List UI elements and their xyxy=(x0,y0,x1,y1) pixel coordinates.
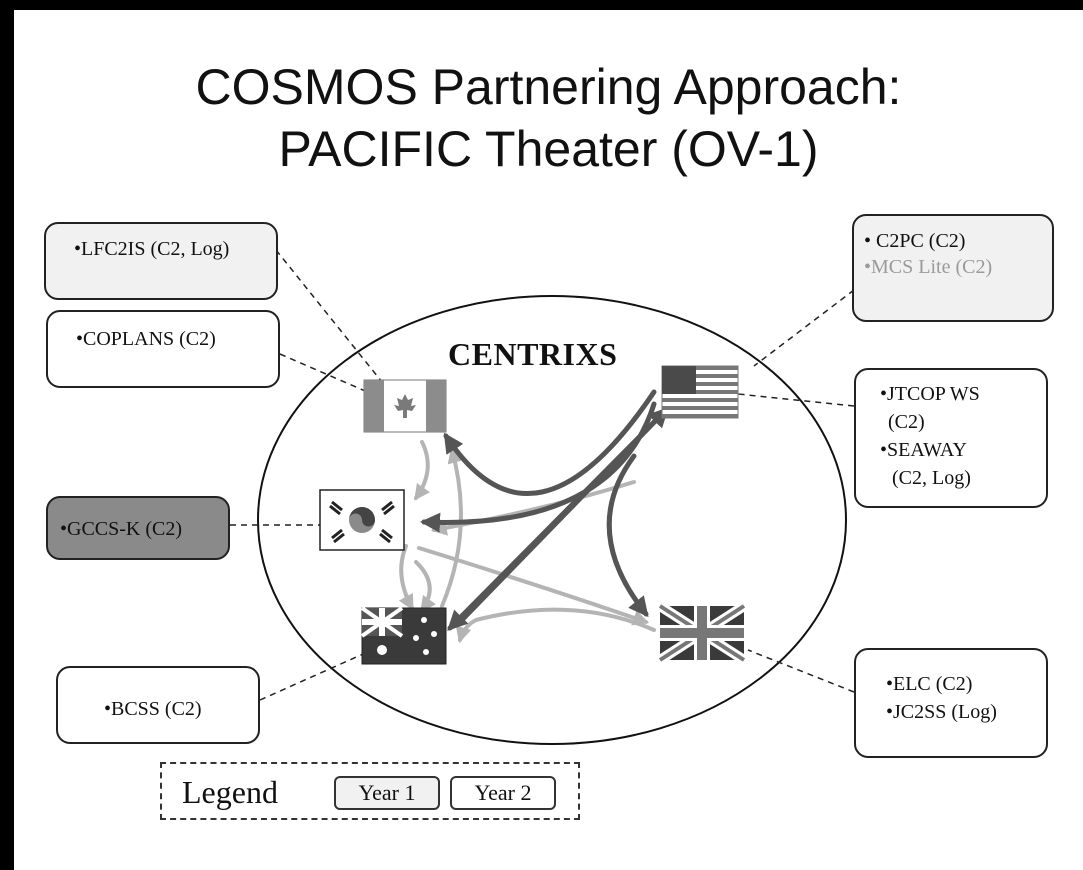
flag-usa xyxy=(661,365,739,419)
year2-arrows xyxy=(420,389,669,631)
box-gccs-k: •GCCS-K (C2) xyxy=(46,496,230,560)
legend: Legend Year 1 Year 2 xyxy=(160,762,580,820)
box-bcss: •BCSS (C2) xyxy=(56,666,260,744)
system-jc2ss: •JC2SS (Log) xyxy=(886,701,997,723)
box-elc: •ELC (C2) •JC2SS (Log) xyxy=(854,648,1048,758)
system-seaway: •SEAWAY xyxy=(880,439,967,461)
legend-year2: Year 2 xyxy=(450,776,556,810)
flag-south-korea xyxy=(319,489,405,551)
box-lfc2is: •LFC2IS (C2, Log) xyxy=(44,222,278,300)
flag-canada xyxy=(363,379,447,433)
system-jtcop-ws-role: (C2) xyxy=(888,411,925,433)
system-gccs-k: •GCCS-K (C2) xyxy=(60,518,183,540)
system-lfc2is: •LFC2IS (C2, Log) xyxy=(74,238,230,260)
connector-lines xyxy=(230,249,855,701)
box-jtcop: •JTCOP WS (C2) •SEAWAY (C2, Log) xyxy=(854,368,1048,508)
legend-label: Legend xyxy=(182,774,278,810)
system-mcs-lite: •MCS Lite (C2) xyxy=(864,256,993,278)
system-jtcop-ws: •JTCOP WS xyxy=(880,383,980,405)
system-seaway-role: (C2, Log) xyxy=(892,467,971,489)
centrixs-label: CENTRIXS xyxy=(448,336,618,372)
system-c2pc: • C2PC (C2) xyxy=(864,230,966,252)
flag-australia xyxy=(360,606,447,665)
system-elc: •ELC (C2) xyxy=(886,673,973,695)
flag-uk xyxy=(657,601,747,665)
title-line-2: PACIFIC Theater (OV-1) xyxy=(278,121,819,177)
legend-year1: Year 1 xyxy=(334,776,440,810)
slide: { "slide": { "title_line1": "COSMOS Part… xyxy=(14,10,1083,870)
system-bcss: •BCSS (C2) xyxy=(104,698,202,720)
network-diagram xyxy=(230,249,855,745)
title-line-1: COSMOS Partnering Approach: xyxy=(195,59,902,115)
box-coplans: •COPLANS (C2) xyxy=(46,310,280,388)
box-c2pc: • C2PC (C2) •MCS Lite (C2) xyxy=(852,214,1054,322)
system-coplans: •COPLANS (C2) xyxy=(76,328,216,350)
